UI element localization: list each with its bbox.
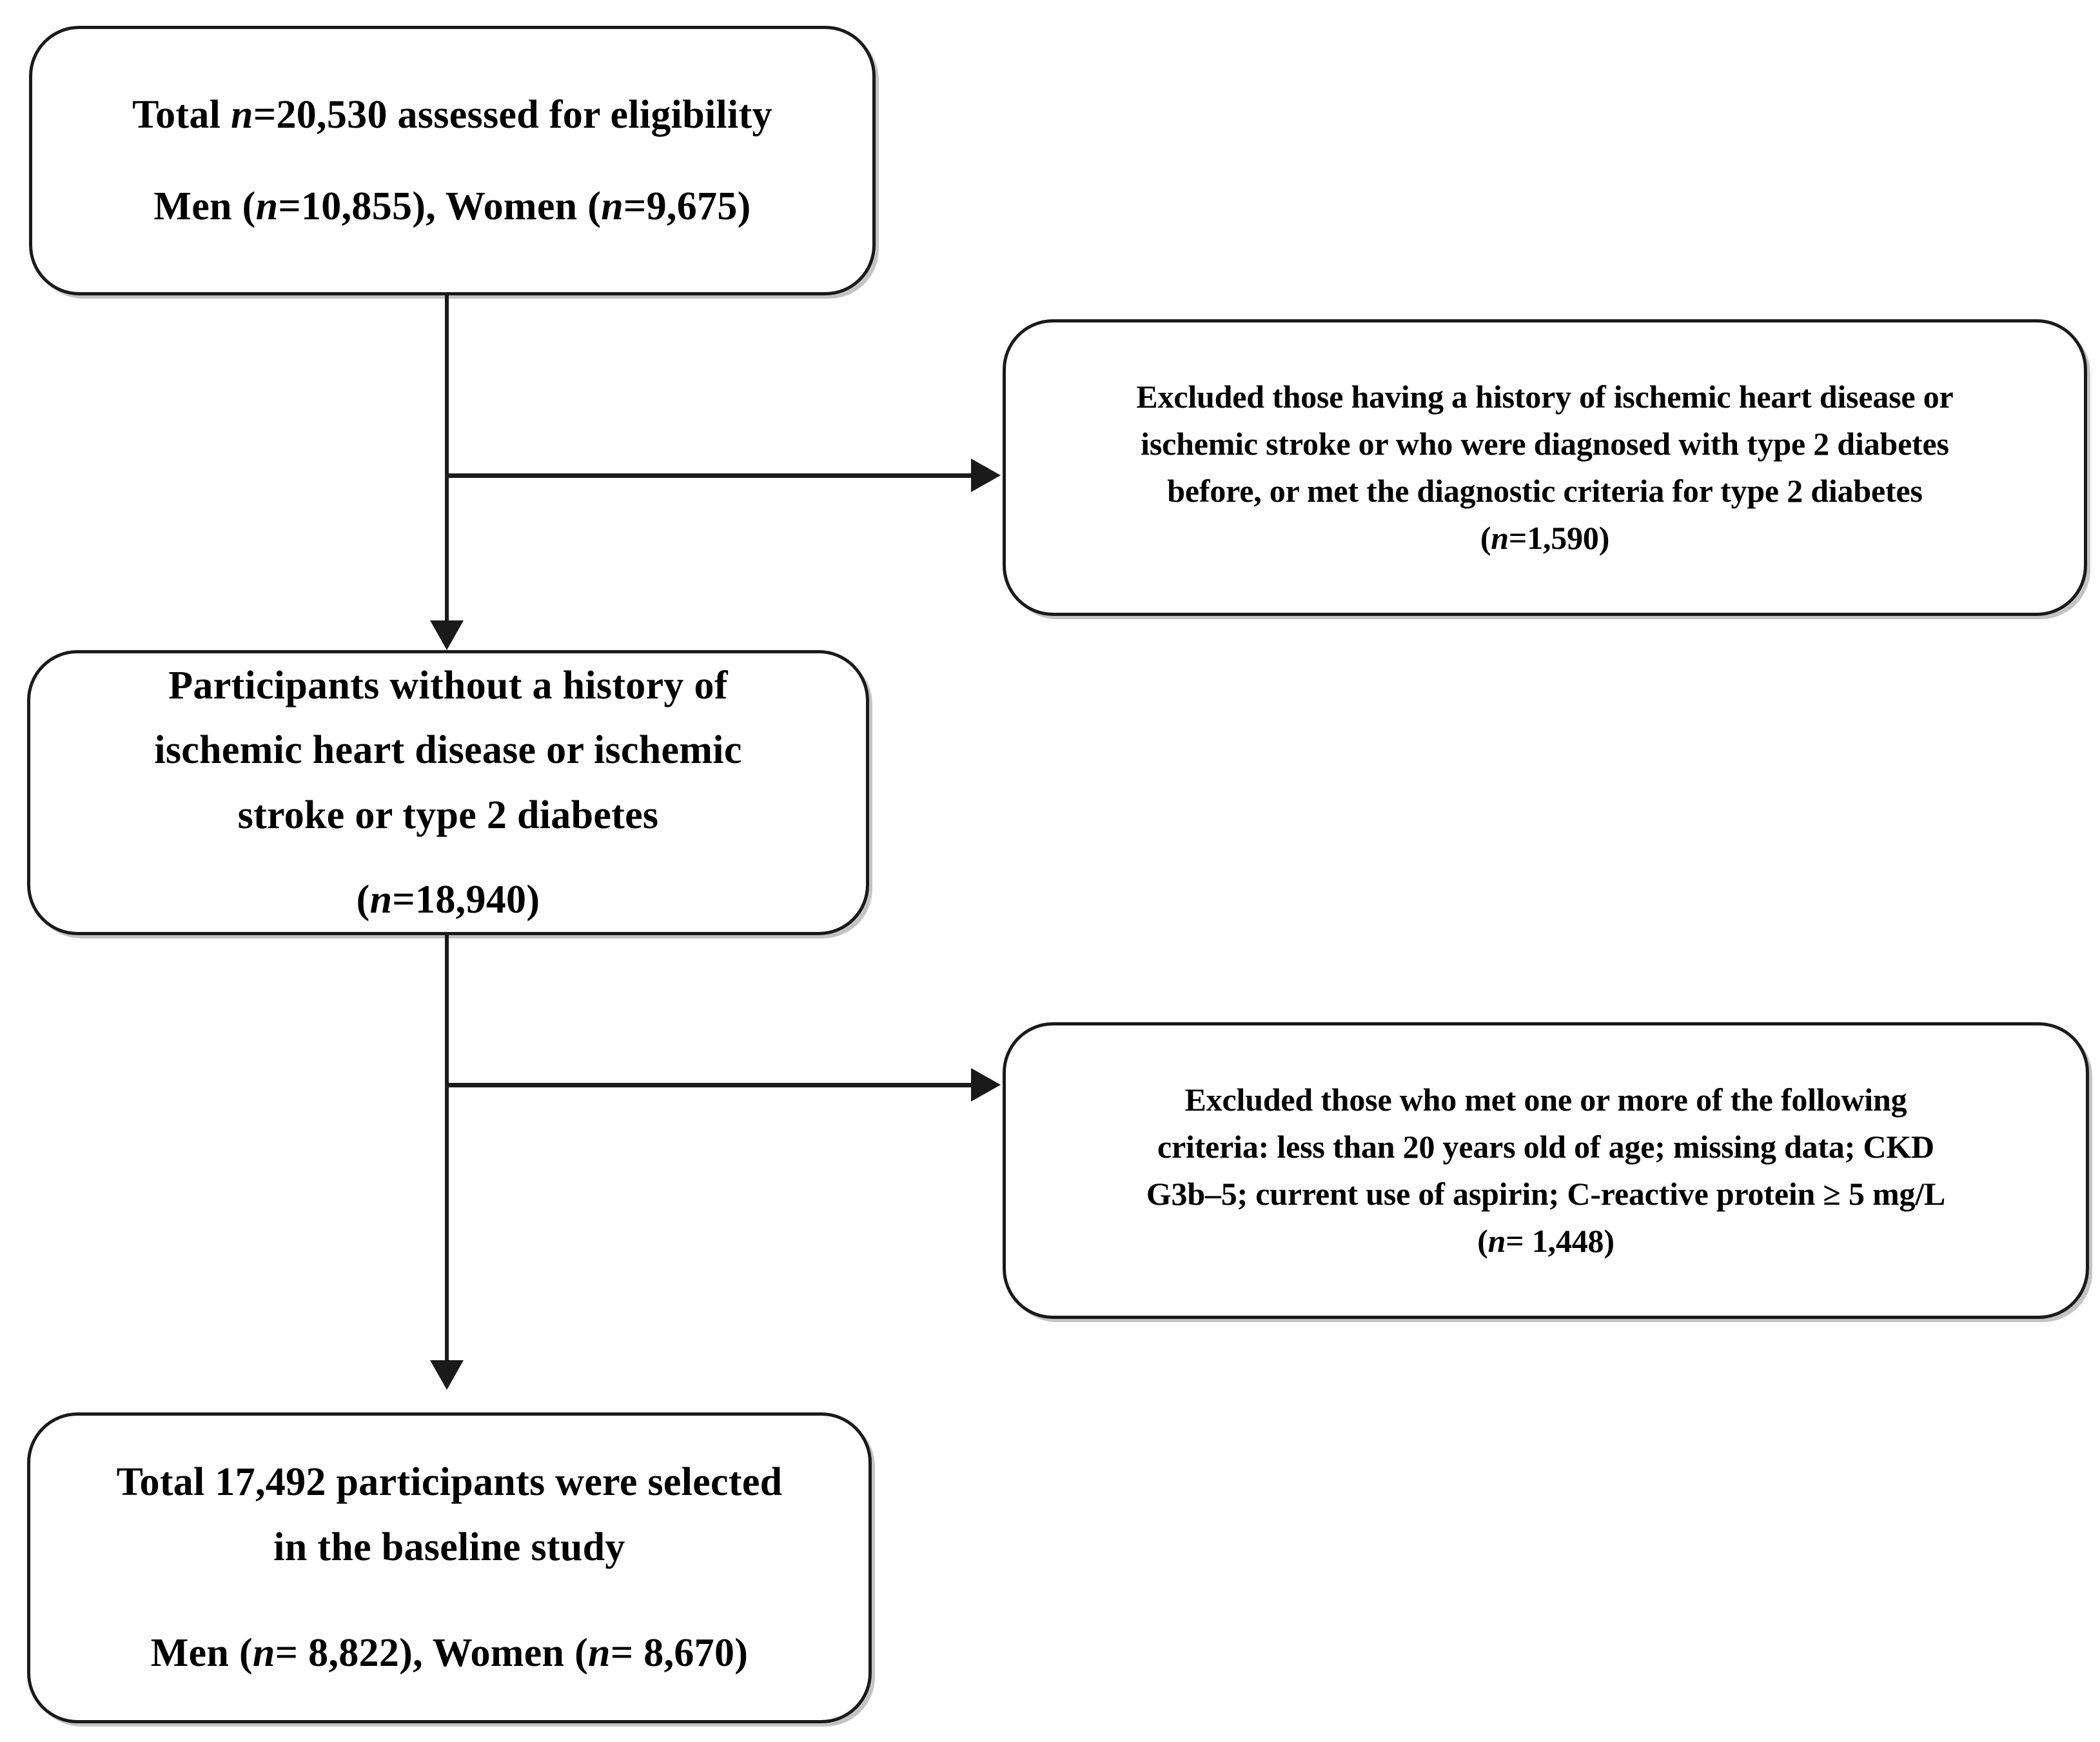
eligibility-line-2-prefix: Men ( — [153, 184, 256, 228]
baseline-line-3-suffix: = 8,670) — [610, 1631, 749, 1676]
excluded-one-line-3: before, or met the diagnostic criteria f… — [1167, 473, 1923, 509]
excluded-one-line-2: ischemic stroke or who were diagnosed wi… — [1141, 426, 1949, 462]
connector-horizontal-to-excluded-two — [447, 1083, 972, 1087]
baseline-n-men: n — [252, 1631, 275, 1676]
arrowhead-down-to-baseline-box — [430, 1360, 464, 1390]
box-baseline-total-selected: Total 17,492 participants were selected … — [27, 1412, 872, 1723]
eligibility-line-2-n-women: n — [601, 184, 623, 228]
participants-without-paren-open: ( — [356, 877, 370, 922]
connector-horizontal-to-excluded-one — [447, 473, 972, 478]
baseline-n-women: n — [588, 1631, 611, 1676]
excluded-one-n: n — [1491, 520, 1509, 556]
box-assessed-for-eligibility: Total n=20,530 assessed for eligibility … — [29, 26, 876, 295]
participants-without-line-2: ischemic heart disease or ischemic — [154, 728, 742, 773]
eligibility-line-1: Total n=20,530 assessed for eligibility — [32, 83, 872, 147]
baseline-line-2: in the baseline study — [273, 1525, 625, 1569]
excluded-one-line-4: (n=1,590) — [1006, 515, 2084, 562]
participants-without-line-3: stroke or type 2 diabetes — [237, 793, 659, 837]
baseline-line-1: Total 17,492 participants were selected — [116, 1460, 783, 1505]
eligibility-line-2-n-men: n — [255, 184, 279, 228]
baseline-line-3: Men (n= 8,822), Women (n= 8,670) — [30, 1621, 868, 1685]
participants-without-line-4: (n=18,940) — [30, 867, 866, 932]
excluded-one-line-1: Excluded those having a history of ische… — [1136, 379, 1954, 415]
eligibility-line-1-suffix: =20,530 assessed for eligibility — [253, 92, 772, 137]
excluded-two-n: n — [1487, 1223, 1506, 1259]
excluded-one-count: =1,590) — [1508, 520, 1610, 556]
excluded-two-line-3: G3b–5; current use of aspirin; C-reactiv… — [1146, 1176, 1946, 1212]
excluded-two-line-1: Excluded those who met one or more of th… — [1184, 1082, 1907, 1118]
connector-vertical-participants-to-baseline — [445, 935, 449, 1364]
connector-vertical-eligibility-to-participants — [445, 295, 449, 624]
participants-without-count: =18,940) — [392, 877, 540, 922]
box-excluded-criteria-age-missing-ckd-aspirin-crp: Excluded those who met one or more of th… — [1003, 1022, 2089, 1319]
eligibility-line-2-suffix: =9,675) — [623, 184, 751, 228]
arrowhead-right-to-excluded-one-box — [971, 459, 1001, 492]
arrowhead-down-to-participants-box — [430, 620, 464, 650]
excluded-two-paren-open: ( — [1477, 1223, 1488, 1259]
participants-without-line-1: Participants without a history of — [168, 664, 728, 708]
eligibility-line-2: Men (n=10,855), Women (n=9,675) — [32, 174, 872, 239]
excluded-two-count: = 1,448) — [1506, 1223, 1614, 1259]
arrowhead-right-to-excluded-two-box — [971, 1068, 1001, 1102]
eligibility-line-1-n: n — [231, 92, 253, 137]
box-participants-without-history: Participants without a history of ischem… — [27, 650, 869, 935]
eligibility-line-1-prefix: Total — [132, 92, 231, 137]
box-excluded-history-ihd-stroke-t2d: Excluded those having a history of ische… — [1003, 319, 2087, 616]
excluded-two-line-2: criteria: less than 20 years old of age;… — [1157, 1129, 1934, 1165]
baseline-line-3-mid: = 8,822), Women ( — [275, 1631, 589, 1676]
baseline-line-3-prefix: Men ( — [150, 1631, 253, 1676]
eligibility-line-2-mid: =10,855), Women ( — [278, 184, 602, 228]
participants-without-n: n — [369, 877, 393, 922]
excluded-one-paren-open: ( — [1480, 520, 1491, 556]
excluded-two-line-4: (n= 1,448) — [1006, 1218, 2086, 1265]
